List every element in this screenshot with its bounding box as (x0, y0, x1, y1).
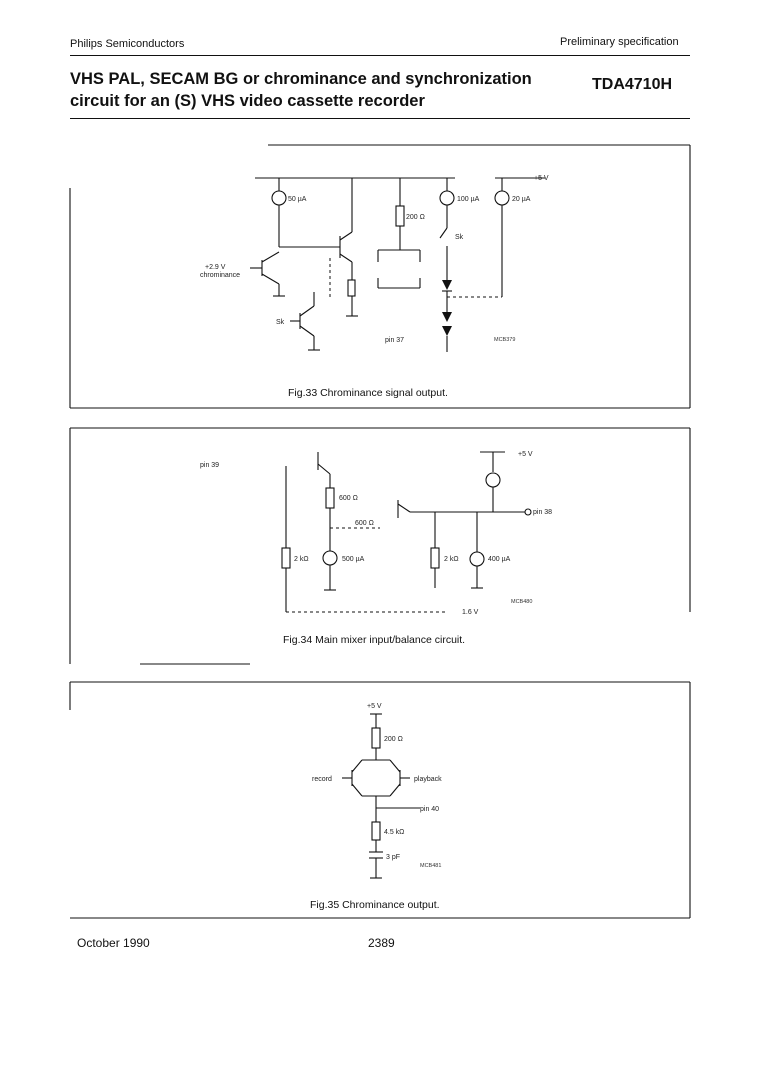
fig35-right-label: playback (414, 776, 442, 783)
fig35-code-label: MCB481 (420, 863, 441, 869)
fig34-ref-label: 1.6 V (462, 609, 479, 616)
header-rule (70, 55, 690, 56)
fig34-r3-label: 2 kΩ (294, 556, 309, 563)
fig33-switch-label: Sk (455, 234, 464, 241)
page-number: 2389 (368, 936, 395, 950)
fig34-r1-label: 600 Ω (339, 495, 358, 502)
title-rule (70, 118, 690, 119)
fig35-r2-label: 4.5 kΩ (384, 829, 404, 836)
fig33-input-label: chrominance (200, 272, 240, 279)
fig35-supply-label: +5 V (367, 703, 382, 710)
figure-35-caption: Fig.35 Chrominance output. (310, 899, 440, 911)
company-name: Philips Semiconductors (70, 38, 185, 50)
figure-33-frame (69, 144, 691, 409)
fig34-pin-in-label: pin 39 (200, 462, 219, 469)
fig33-pin-label: pin 37 (385, 337, 404, 344)
fig33-supply-label: +5 V (534, 175, 549, 182)
document-title: VHS PAL, SECAM BG or chrominance and syn… (70, 70, 532, 110)
fig34-pin-out-label: pin 38 (533, 509, 552, 516)
fig34-r4-label: 2 kΩ (444, 556, 459, 563)
fig33-ctrl-label: Sk (276, 319, 285, 326)
fig34-code-label: MCB480 (511, 599, 532, 605)
fig35-r1-label: 200 Ω (384, 736, 403, 743)
figure-34-caption: Fig.34 Main mixer input/balance circuit. (283, 634, 466, 646)
figure-34-frame (69, 427, 691, 665)
fig34-r2-label: 600 Ω (355, 520, 374, 527)
fig35-c1-label: 3 pF (386, 854, 400, 861)
fig35-pin-label: pin 40 (420, 806, 439, 813)
fig33-i3-label: 20 µA (512, 196, 531, 203)
part-number: TDA4710H (592, 76, 673, 93)
fig34-i1-label: 500 µA (342, 556, 365, 563)
figure-35-frame (69, 681, 691, 919)
fig33-bias-label: +2.9 V (205, 264, 226, 271)
footer-date: October 1990 (77, 936, 150, 950)
figure-33-caption: Fig.33 Chrominance signal output. (288, 387, 448, 399)
fig33-code-label: MCB379 (494, 337, 515, 343)
fig33-r1-label: 200 Ω (406, 214, 425, 221)
document-type: Preliminary specification (560, 36, 679, 48)
fig34-i2-label: 400 µA (488, 556, 511, 563)
fig33-i1-label: 50 µA (288, 196, 307, 203)
fig34-supply-label: +5 V (518, 451, 533, 458)
fig35-left-label: record (312, 776, 332, 783)
fig33-i2-label: 100 µA (457, 196, 480, 203)
